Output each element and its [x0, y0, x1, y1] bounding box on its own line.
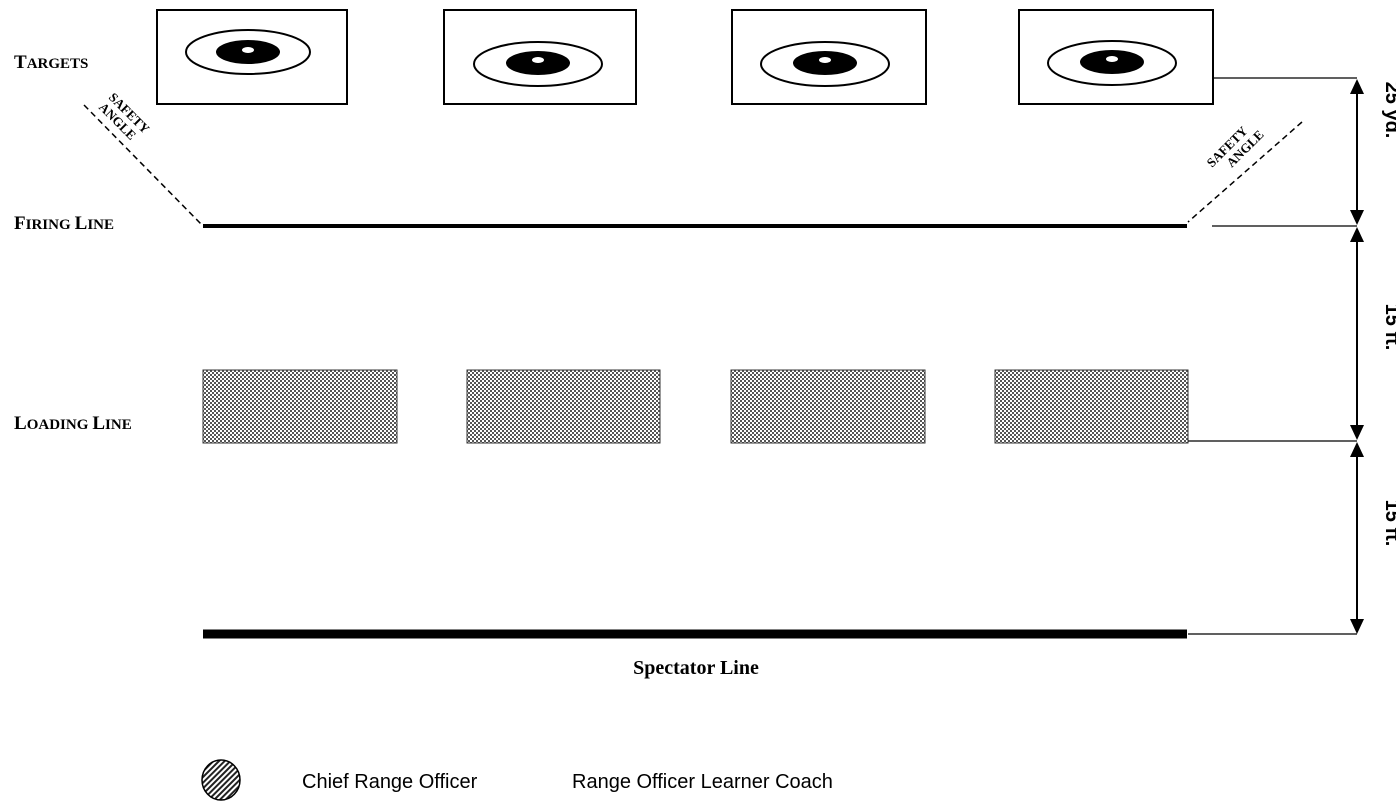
safety-angle-right-label: SAFETY ANGLE — [1204, 117, 1267, 180]
targets-label: TARGETS — [14, 52, 88, 73]
loading-station-3 — [730, 369, 926, 444]
dimension-label-15ft-upper: 15 ft. — [1381, 304, 1396, 351]
dimension-arrow-25yd — [1350, 79, 1364, 225]
legend-chief-range-officer: Chief Range Officer — [302, 771, 478, 793]
dimension-arrow-15ft-lower — [1350, 442, 1364, 634]
dimension-arrow-15ft-upper — [1350, 227, 1364, 440]
dimension-extension-lines — [1188, 77, 1357, 635]
dimension-label-15ft-lower: 15 ft. — [1381, 500, 1396, 547]
target-3 — [731, 9, 927, 105]
safety-angle-left-line — [83, 104, 203, 226]
loading-station-1 — [202, 369, 398, 444]
target-1 — [156, 9, 348, 105]
dimension-label-25yd: 25 yd. — [1381, 82, 1396, 139]
safety-angle-right-line — [1187, 121, 1303, 223]
target-4 — [1018, 9, 1214, 105]
loading-station-4 — [994, 369, 1189, 444]
legend-range-officer-learner-coach: Range Officer Learner Coach — [572, 771, 833, 793]
chief-range-officer-symbol — [201, 759, 241, 801]
target-2 — [443, 9, 637, 105]
loading-station-2 — [466, 369, 661, 444]
spectator-line-label: Spectator Line — [633, 657, 759, 679]
safety-angle-left-label: SAFETY ANGLE — [96, 90, 155, 149]
